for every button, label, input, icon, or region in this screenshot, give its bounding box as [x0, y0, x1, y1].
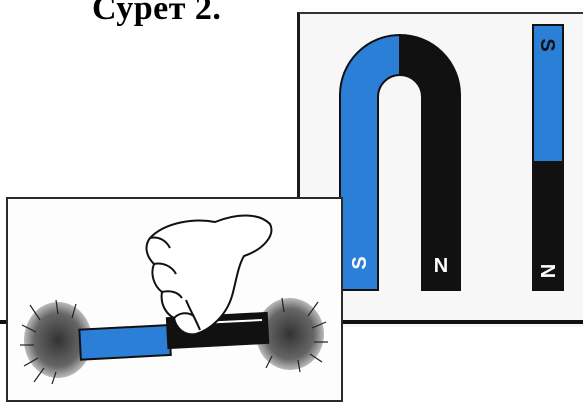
horizontal-bar-south-half — [79, 325, 170, 360]
